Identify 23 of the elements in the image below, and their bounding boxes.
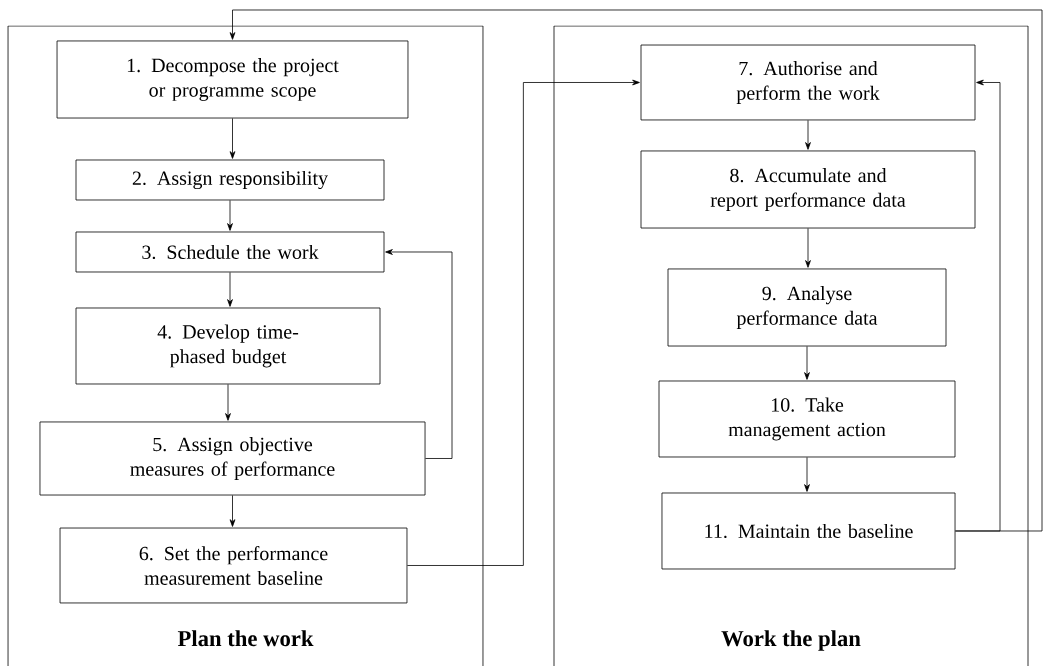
process-box: 10. Take management action bbox=[658, 380, 956, 458]
process-box: 5. Assign objective measures of performance bbox=[39, 421, 426, 496]
arrow bbox=[385, 249, 453, 459]
arrow bbox=[805, 228, 811, 268]
process-box: 8. Accumulate and report performance data bbox=[640, 150, 976, 229]
arrow bbox=[229, 495, 236, 527]
arrow bbox=[227, 200, 233, 231]
arrow bbox=[805, 119, 811, 150]
process-box: 9. Analyse performance data bbox=[667, 268, 947, 347]
process-box: 7. Authorise and perform the work bbox=[640, 44, 976, 121]
process-box: 4. Develop time-phased budget bbox=[75, 307, 381, 385]
arrow bbox=[804, 346, 810, 380]
process-box: 2. Assign responsibility bbox=[75, 159, 385, 201]
process-box: 11. Maintain the baseline bbox=[661, 492, 956, 570]
arrow bbox=[229, 118, 236, 159]
arrow bbox=[406, 79, 640, 566]
arrow bbox=[804, 457, 810, 492]
process-box: 1. Decompose the project or programme scope bbox=[56, 40, 409, 119]
process-box: 3. Schedule the work bbox=[75, 231, 385, 273]
arrow bbox=[229, 9, 1043, 532]
arrow bbox=[227, 272, 233, 307]
arrow bbox=[225, 384, 231, 421]
process-box: 6. Set the performance measurement baseline bbox=[59, 527, 408, 604]
